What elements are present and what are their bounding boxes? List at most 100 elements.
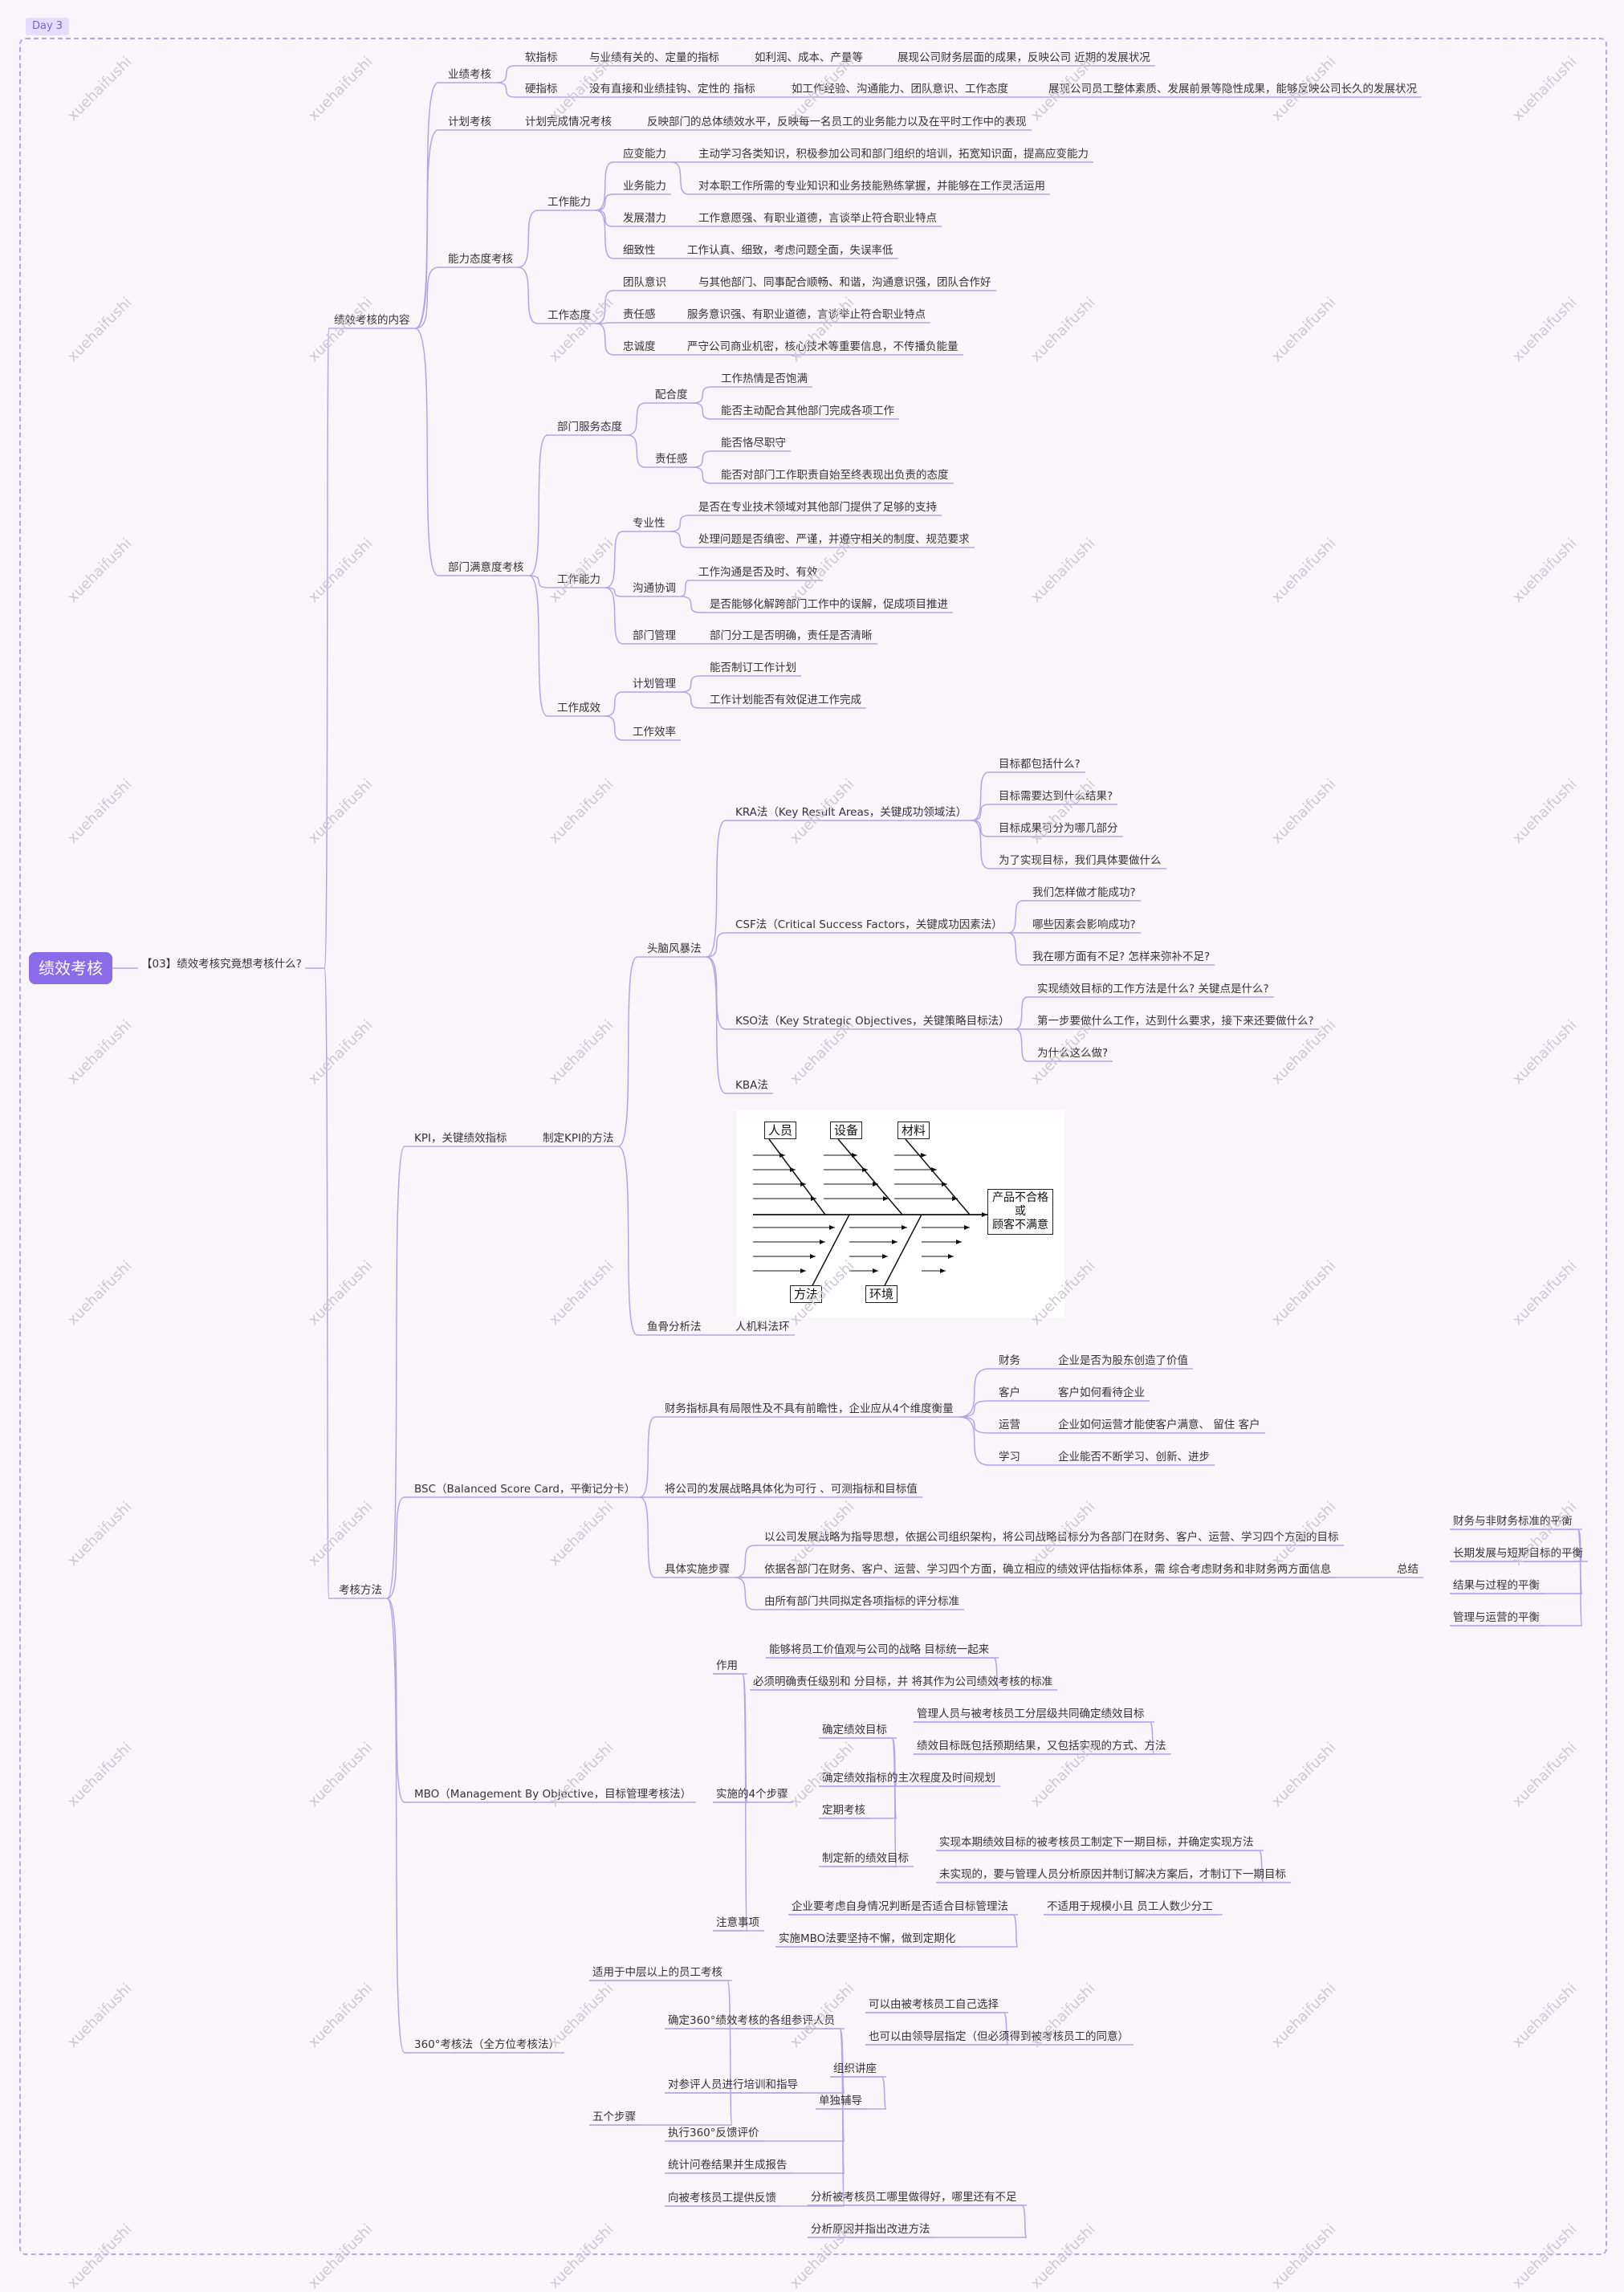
- node-110[interactable]: 适用于中层以上的员工考核: [592, 1966, 722, 1979]
- node-40[interactable]: 是否在专业技术领域对其他部门提供了足够的支持: [698, 501, 937, 514]
- node-30[interactable]: 部门满意度考核: [448, 561, 524, 574]
- node-41[interactable]: 处理问题是否缜密、严谨，并遵守相关的制度、规范要求: [698, 533, 970, 546]
- node-53[interactable]: KPI，关键绩效指标: [414, 1132, 507, 1145]
- node-58[interactable]: 目标需要达到什么结果?: [999, 790, 1113, 803]
- node-95[interactable]: 必须明确责任级别和 分目标，并 将其作为公司绩效考核的标准: [753, 1675, 1053, 1688]
- node-26[interactable]: 责任感: [623, 308, 656, 321]
- node-4[interactable]: 如利润、成本、产量等: [755, 51, 863, 64]
- node-105[interactable]: 注意事项: [716, 1916, 759, 1929]
- node-20[interactable]: 工作意愿强、有职业道德，言谈举止符合职业特点: [698, 212, 937, 225]
- node-103[interactable]: 实现本期绩效目标的被考核员工制定下一期目标，并确定实现方法: [939, 1836, 1254, 1849]
- node-83[interactable]: 具体实施步骤: [665, 1563, 730, 1576]
- node-106[interactable]: 企业要考虑自身情况判断是否适合目标管理法: [792, 1900, 1008, 1913]
- node-81[interactable]: 企业能否不断学习、创新、进步: [1058, 1451, 1210, 1464]
- node-76[interactable]: 客户: [999, 1386, 1020, 1399]
- node-117[interactable]: 单独辅导: [819, 2095, 862, 2107]
- node-8[interactable]: 如工作经验、沟通能力、团队意识、工作态度: [792, 83, 1008, 96]
- node-91[interactable]: 管理与运营的平衡: [1453, 1611, 1540, 1624]
- node-102[interactable]: 制定新的绩效目标: [822, 1852, 909, 1865]
- node-96[interactable]: 实施的4个步骤: [716, 1788, 788, 1801]
- node-99[interactable]: 绩效目标既包括预期结果，又包括实现的方式、方法: [917, 1740, 1166, 1753]
- node-25[interactable]: 与其他部门、同事配合顺畅、和谐，沟通意识强，团队合作好: [698, 276, 991, 289]
- node-29[interactable]: 严守公司商业机密，核心技术等重要信息，不传播负能量: [687, 340, 959, 353]
- node-45[interactable]: 部门管理: [633, 629, 676, 642]
- node-66[interactable]: 实现绩效目标的工作方法是什么? 关键点是什么?: [1037, 983, 1269, 995]
- node-34[interactable]: 能否主动配合其他部门完成各项工作: [721, 405, 894, 417]
- node-36[interactable]: 能否恪尽职守: [721, 437, 786, 450]
- node-94[interactable]: 能够将员工价值观与公司的战略 目标统一起来: [769, 1643, 990, 1656]
- node-42[interactable]: 沟通协调: [633, 582, 676, 595]
- node-109[interactable]: 360°考核法（全方位考核法）: [414, 2038, 560, 2051]
- node-97[interactable]: 确定绩效目标: [822, 1724, 887, 1736]
- node-71[interactable]: 人机料法环: [735, 1321, 790, 1333]
- node-54[interactable]: 制定KPI的方法: [543, 1132, 614, 1145]
- node-121[interactable]: 分析被考核员工哪里做得好，哪里还有不足: [811, 2191, 1017, 2204]
- node-67[interactable]: 第一步要做什么工作，达到什么要求，接下来还要做什么?: [1037, 1015, 1314, 1028]
- node-61[interactable]: CSF法（Critical Success Factors，关键成功因素法）: [735, 918, 1003, 931]
- node-108[interactable]: 实施MBO法要坚持不懈，做到定期化: [779, 1932, 956, 1945]
- node-44[interactable]: 是否能够化解跨部门工作中的误解，促成项目推进: [710, 598, 948, 611]
- node-112[interactable]: 确定360°绩效考核的各组参评人员: [668, 2014, 836, 2027]
- node-33[interactable]: 工作热情是否饱满: [721, 373, 808, 385]
- node-47[interactable]: 工作成效: [557, 702, 600, 714]
- node-116[interactable]: 组织讲座: [833, 2062, 877, 2075]
- node-101[interactable]: 定期考核: [822, 1804, 865, 1817]
- node-113[interactable]: 可以由被考核员工自己选择: [869, 1998, 999, 2011]
- node-17[interactable]: 业务能力: [623, 180, 666, 193]
- node-77[interactable]: 客户如何看待企业: [1058, 1386, 1145, 1399]
- node-65[interactable]: KSO法（Key Strategic Objectives，关键策略目标法）: [735, 1015, 1010, 1028]
- node-56[interactable]: KRA法（Key Result Areas，关键成功领域法）: [735, 806, 967, 819]
- node-55[interactable]: 头脑风暴法: [647, 942, 702, 955]
- node-49[interactable]: 能否制订工作计划: [710, 662, 796, 674]
- question-node[interactable]: 【03】绩效考核究竟想考核什么?: [141, 958, 302, 971]
- node-62[interactable]: 我们怎样做才能成功?: [1032, 886, 1136, 899]
- node-87[interactable]: 总结: [1397, 1563, 1418, 1576]
- node-16[interactable]: 主动学习各类知识，积极参加公司和部门组织的培训，拓宽知识面，提高应变能力: [698, 148, 1089, 161]
- node-74[interactable]: 财务: [999, 1354, 1020, 1367]
- node-3[interactable]: 与业绩有关的、定量的指标: [589, 51, 719, 64]
- node-119[interactable]: 统计问卷结果并生成报告: [668, 2159, 788, 2172]
- node-72[interactable]: BSC（Balanced Score Card，平衡记分卡）: [414, 1483, 636, 1496]
- node-75[interactable]: 企业是否为股东创造了价值: [1058, 1354, 1188, 1367]
- node-120[interactable]: 向被考核员工提供反馈: [668, 2192, 776, 2204]
- node-14[interactable]: 工作能力: [547, 196, 591, 209]
- node-15[interactable]: 应变能力: [623, 148, 666, 161]
- node-115[interactable]: 对参评人员进行培训和指导: [668, 2078, 798, 2091]
- node-92[interactable]: MBO（Management By Objective，目标管理考核法）: [414, 1788, 692, 1801]
- node-68[interactable]: 为什么这么做?: [1037, 1047, 1109, 1060]
- node-98[interactable]: 管理人员与被考核员工分层级共同确定绩效目标: [917, 1708, 1145, 1720]
- node-52[interactable]: 考核方法: [339, 1584, 382, 1597]
- node-100[interactable]: 确定绩效指标的主次程度及时间规划: [822, 1772, 995, 1785]
- node-93[interactable]: 作用: [716, 1659, 738, 1672]
- node-21[interactable]: 细致性: [623, 244, 656, 257]
- node-39[interactable]: 专业性: [633, 517, 665, 530]
- node-24[interactable]: 团队意识: [623, 276, 666, 289]
- node-7[interactable]: 没有直接和业绩挂钩、定性的 指标: [589, 83, 755, 96]
- node-69[interactable]: KBA法: [735, 1079, 768, 1092]
- node-80[interactable]: 学习: [999, 1451, 1020, 1464]
- node-122[interactable]: 分析原因并指出改进方法: [811, 2223, 930, 2236]
- node-38[interactable]: 工作能力: [557, 573, 600, 586]
- node-111[interactable]: 五个步骤: [592, 2111, 636, 2123]
- node-43[interactable]: 工作沟通是否及时、有效: [698, 566, 818, 579]
- node-18[interactable]: 对本职工作所需的专业知识和业务技能熟练掌握，并能够在工作灵活运用: [698, 180, 1045, 193]
- root-node[interactable]: 绩效考核: [29, 952, 112, 984]
- node-46[interactable]: 部门分工是否明确，责任是否清晰: [710, 629, 873, 642]
- node-82[interactable]: 将公司的发展战略具体化为可行 、可测指标和目标值: [665, 1483, 918, 1496]
- node-90[interactable]: 结果与过程的平衡: [1453, 1579, 1540, 1592]
- node-89[interactable]: 长期发展与短期目标的平衡: [1453, 1547, 1583, 1560]
- node-78[interactable]: 运营: [999, 1419, 1020, 1431]
- node-50[interactable]: 工作计划能否有效促进工作完成: [710, 694, 861, 706]
- node-51[interactable]: 工作效率: [633, 726, 676, 739]
- node-114[interactable]: 也可以由领导层指定（但必须得到被考核员工的同意）: [869, 2030, 1129, 2043]
- node-12[interactable]: 反映部门的总体绩效水平，反映每一名员工的业务能力以及在平时工作中的表现: [647, 116, 1027, 128]
- node-85[interactable]: 依据各部门在财务、客户、运营、学习四个方面，确立相应的绩效评估指标体系，需 综合…: [764, 1563, 1332, 1576]
- node-64[interactable]: 我在哪方面有不足? 怎样来弥补不足?: [1032, 951, 1211, 963]
- node-70[interactable]: 鱼骨分析法: [647, 1321, 702, 1333]
- node-107[interactable]: 不适用于规模小且 员工人数少分工: [1047, 1900, 1213, 1913]
- node-5[interactable]: 展现公司财务层面的成果，反映公司 近期的发展状况: [897, 51, 1150, 64]
- node-57[interactable]: 目标都包括什么?: [999, 758, 1081, 771]
- node-13[interactable]: 能力态度考核: [448, 253, 513, 266]
- node-6[interactable]: 硬指标: [525, 83, 558, 96]
- node-37[interactable]: 能否对部门工作职责自始至终表现出负责的态度: [721, 469, 949, 482]
